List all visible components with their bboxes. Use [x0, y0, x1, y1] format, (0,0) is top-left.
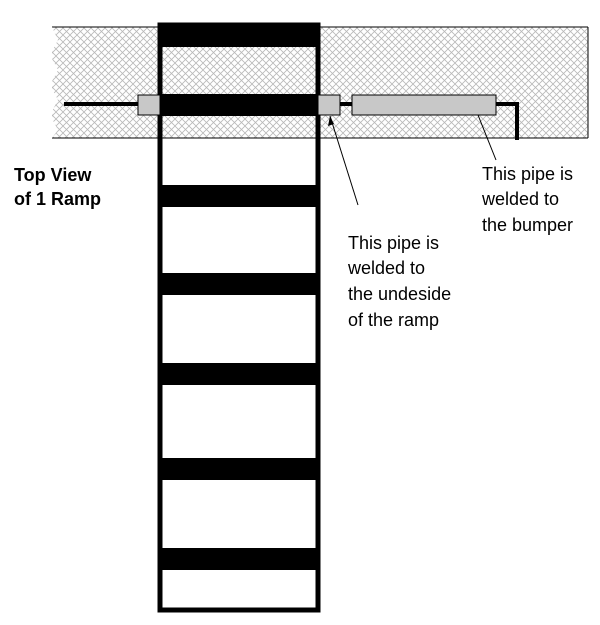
arrowhead-ramp-pipe — [328, 116, 334, 126]
ramp-crossbar — [160, 458, 318, 480]
ramp — [157, 22, 321, 613]
bumper-pipe — [351, 94, 497, 116]
ramp-crossbar — [160, 548, 318, 570]
ramp-pipe-note: This pipe is welded to the undeside of t… — [347, 233, 456, 330]
leader-ramp-pipe — [329, 115, 359, 206]
ramp-crossbar — [160, 363, 318, 385]
ramp-crossbar — [160, 25, 318, 47]
ramp-crossbar — [160, 273, 318, 295]
leader-bumper-pipe — [477, 114, 497, 161]
ramp-crossbar — [160, 185, 318, 207]
ramp-crossbar — [160, 94, 318, 116]
view-title: Top View of 1 Ramp — [14, 165, 101, 209]
bumper-pipe-note: This pipe is welded to the bumper — [481, 164, 578, 235]
ramp-pipe-right-end — [317, 94, 341, 116]
rod — [64, 102, 519, 140]
ramp-pipe-left-end — [137, 94, 161, 116]
